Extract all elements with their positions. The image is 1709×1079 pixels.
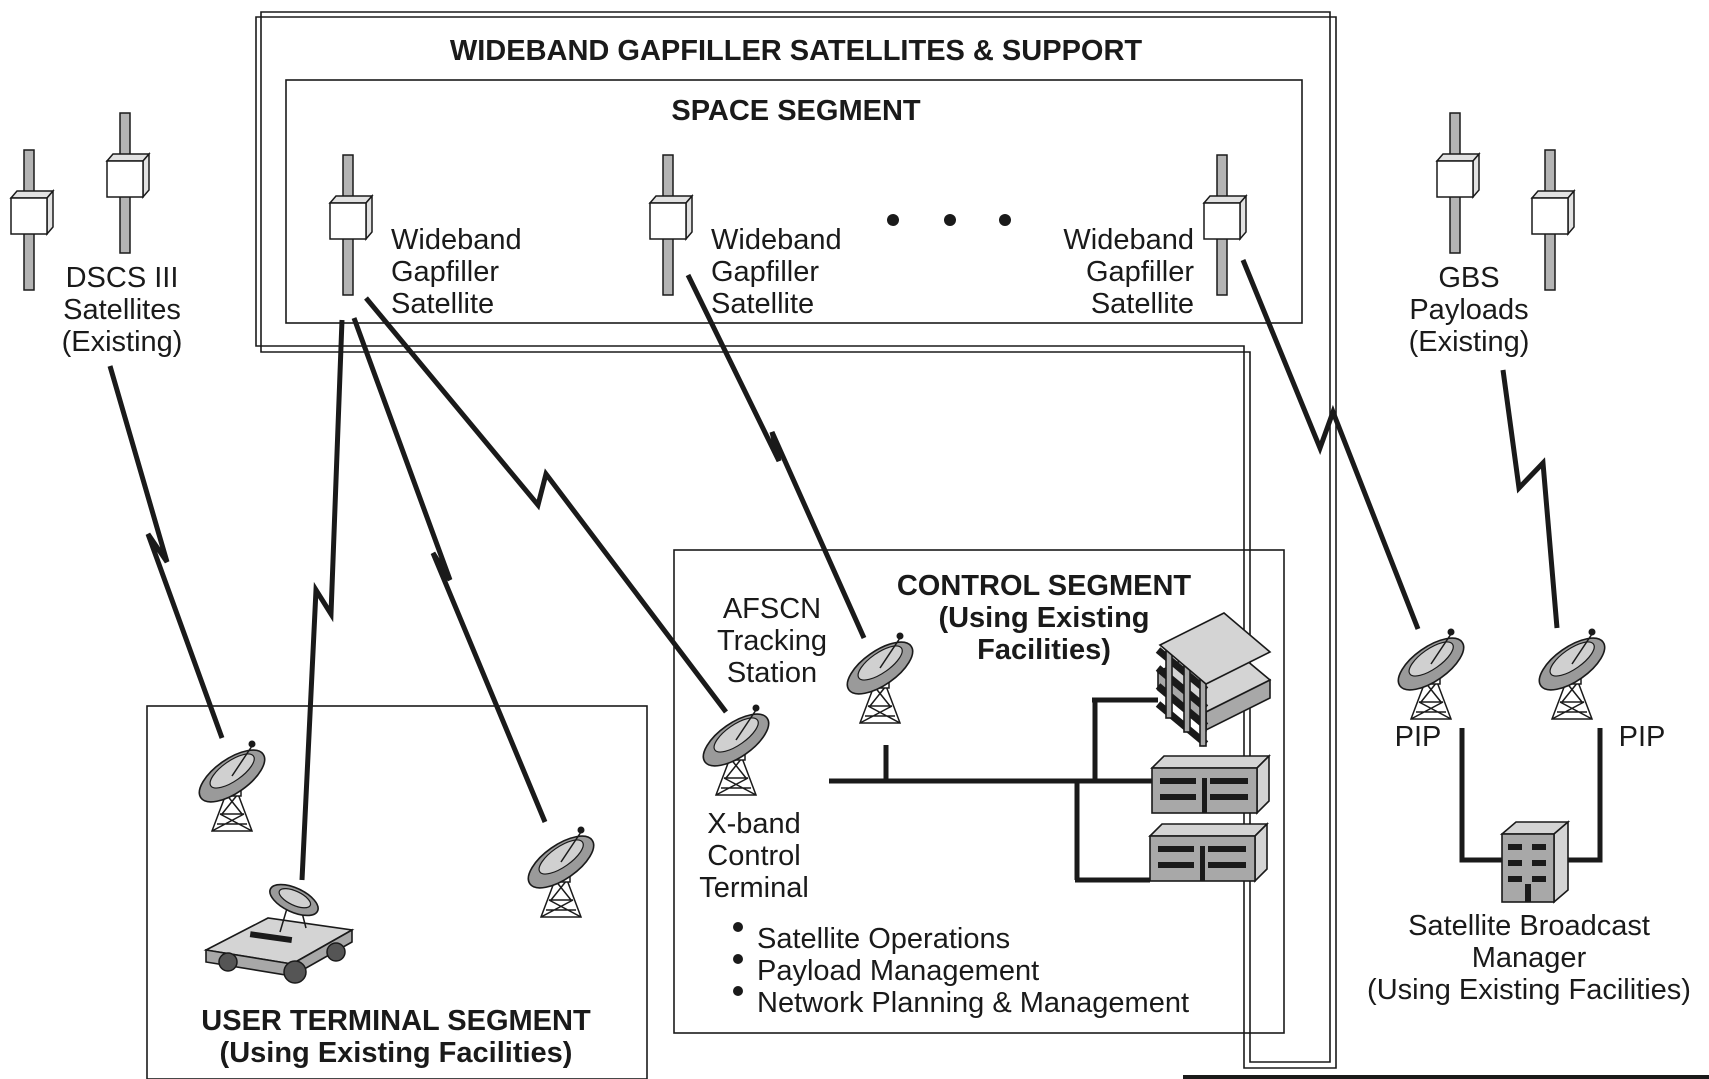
user-antenna-icon <box>190 739 274 832</box>
afscn-antenna-icon <box>838 631 922 724</box>
svg-text:(Using Existing Facilities): (Using Existing Facilities) <box>220 1037 573 1069</box>
svg-text:Wideband: Wideband <box>391 224 522 256</box>
communication-links <box>107 259 1560 881</box>
svg-text:Satellite: Satellite <box>1091 288 1194 320</box>
link-sat1-mobile <box>299 319 345 881</box>
office-building-icon <box>1151 755 1270 814</box>
svg-text:Gapfiller: Gapfiller <box>711 256 819 288</box>
dscs-satellite-icon <box>10 149 54 291</box>
gapfiller-label-2: Wideband Gapfiller Satellite <box>711 224 842 320</box>
function-item: Payload Management <box>757 955 1039 987</box>
svg-text:Wideband: Wideband <box>1063 224 1194 256</box>
svg-text:DSCS III: DSCS III <box>66 262 179 294</box>
control-functions-list: Satellite Operations Payload Management … <box>733 922 1189 1019</box>
broadcast-manager-label: Satellite Broadcast Manager (Using Exist… <box>1367 910 1691 1006</box>
svg-text:Gapfiller: Gapfiller <box>391 256 499 288</box>
svg-text:Manager: Manager <box>1472 942 1587 974</box>
svg-text:(Using Existing: (Using Existing <box>938 602 1149 634</box>
afscn-label: AFSCN Tracking Station <box>717 593 827 689</box>
function-item: Satellite Operations <box>757 923 1010 955</box>
svg-text:USER TERMINAL SEGMENT: USER TERMINAL SEGMENT <box>201 1005 591 1037</box>
gapfiller-label-3: Wideband Gapfiller Satellite <box>1063 224 1194 320</box>
svg-text:CONTROL SEGMENT: CONTROL SEGMENT <box>897 570 1192 602</box>
link-sat3-pip <box>1240 259 1421 630</box>
svg-text:Wideband: Wideband <box>711 224 842 256</box>
svg-text:Tracking: Tracking <box>717 625 827 657</box>
svg-text:(Using Existing Facilities): (Using Existing Facilities) <box>1367 974 1691 1006</box>
broadcast-manager-building-icon <box>1499 820 1571 904</box>
gapfiller-label-1: Wideband Gapfiller Satellite <box>391 224 522 320</box>
gbs-satellite-icon <box>1436 112 1480 254</box>
office-building-icon <box>1149 823 1268 882</box>
svg-text:Satellite Broadcast: Satellite Broadcast <box>1408 910 1650 942</box>
gapfiller-satellite-icon <box>1203 154 1247 296</box>
svg-text:Terminal: Terminal <box>699 872 809 904</box>
control-segment-title: CONTROL SEGMENT (Using Existing Faciliti… <box>897 570 1192 666</box>
space-segment-box <box>285 79 1303 324</box>
user-antenna-icon <box>519 825 603 918</box>
operations-center-building-icon <box>1155 612 1272 747</box>
svg-text:GBS: GBS <box>1438 262 1499 294</box>
gapfiller-satellite-icon <box>649 154 693 296</box>
gbs-satellite-icon <box>1531 149 1575 291</box>
svg-text:Gapfiller: Gapfiller <box>1086 256 1194 288</box>
pip-left-label: PIP <box>1395 721 1442 753</box>
link-dscs-user <box>107 365 225 739</box>
dscs-satellite-icon <box>106 112 150 254</box>
pip-right-label: PIP <box>1619 721 1666 753</box>
svg-text:Satellite: Satellite <box>391 288 494 320</box>
user-segment-box <box>146 705 648 1079</box>
xband-antenna-icon <box>694 703 778 796</box>
link-sat1-user <box>351 317 548 823</box>
svg-text:(Existing): (Existing) <box>62 326 183 358</box>
control-network-wiring <box>829 697 1158 883</box>
control-segment-box <box>673 549 1285 1034</box>
svg-text:Payloads: Payloads <box>1409 294 1528 326</box>
pip-antenna-icon <box>1530 627 1614 720</box>
svg-text:(Existing): (Existing) <box>1409 326 1530 358</box>
mobile-terminal-icon <box>203 883 355 984</box>
gbs-label: GBS Payloads (Existing) <box>1409 262 1530 358</box>
svg-text:AFSCN: AFSCN <box>723 593 821 625</box>
svg-text:Satellites: Satellites <box>63 294 181 326</box>
user-segment-title: USER TERMINAL SEGMENT (Using Existing Fa… <box>201 1005 591 1069</box>
bottom-rule <box>1183 1075 1709 1079</box>
link-gbs-pip <box>1500 369 1560 629</box>
svg-text:Facilities): Facilities) <box>977 634 1111 666</box>
ellipsis-dots <box>887 214 1011 226</box>
function-item: Network Planning & Management <box>757 987 1189 1019</box>
dscs-label: DSCS III Satellites (Existing) <box>62 262 183 358</box>
space-segment-title: SPACE SEGMENT <box>671 95 921 127</box>
gapfiller-satellite-icon <box>329 154 373 296</box>
svg-text:X-band: X-band <box>707 808 801 840</box>
link-sat2-afscn <box>685 273 867 640</box>
svg-text:Station: Station <box>727 657 817 689</box>
link-sat1-xband <box>364 296 728 714</box>
frame-title: WIDEBAND GAPFILLER SATELLITES & SUPPORT <box>450 35 1143 67</box>
pip-antenna-icon <box>1389 627 1473 720</box>
xband-label: X-band Control Terminal <box>699 808 809 904</box>
outer-frame <box>255 11 1337 1069</box>
svg-text:Control: Control <box>707 840 801 872</box>
svg-text:Satellite: Satellite <box>711 288 814 320</box>
